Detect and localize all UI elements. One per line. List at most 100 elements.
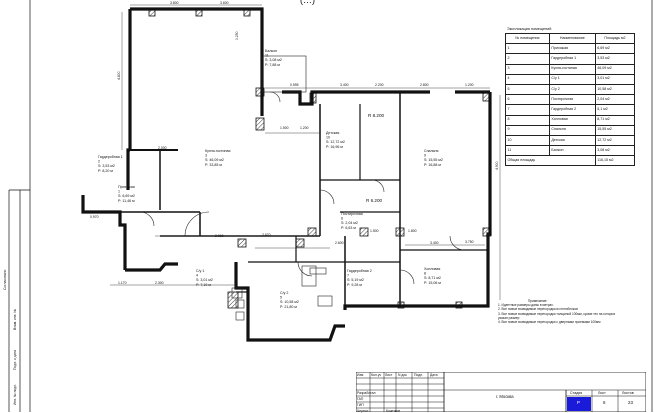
title-block: Изм Кол.уч Лист N док Подп. Дата Разрабо… — [356, 372, 646, 413]
stage-accent-fill — [567, 397, 591, 411]
room-num: 3 — [205, 154, 207, 158]
stamp-city: г. Москва — [496, 394, 514, 399]
svg-text:0.595: 0.595 — [290, 83, 299, 87]
fixtures — [231, 265, 333, 321]
legend-cell-area: 2,04 м2 — [594, 94, 636, 106]
room-name: Гардеробная 1 — [98, 155, 123, 159]
dimension-lines — [110, 4, 501, 300]
room-num: 7 — [347, 274, 349, 278]
stamp-drafter-name: Кочетков — [386, 409, 401, 413]
svg-text:3.800: 3.800 — [170, 1, 179, 5]
legend-header-number: № помещения — [505, 32, 550, 45]
svg-text:2.200: 2.200 — [375, 83, 384, 87]
interior-partitions — [120, 92, 488, 306]
legend-header-area: Площадь м2 — [594, 32, 636, 45]
stamp-row-developer: Разработал — [357, 391, 376, 395]
svg-text:2.800: 2.800 — [420, 83, 429, 87]
svg-text:1.170: 1.170 — [118, 281, 127, 285]
legend-cell-number: 7 — [505, 104, 550, 116]
height-markers: R 8.200 R 6.200 — [366, 113, 385, 203]
legend-cell-number: 4 — [505, 73, 550, 85]
room-name: Постирочная — [341, 212, 363, 216]
balcony-outline — [261, 55, 307, 93]
room-name: Прихожая — [118, 185, 135, 189]
legend-cell-area: 3,08 м2 — [594, 145, 636, 157]
room-perim: P: 16,96 м — [326, 145, 343, 149]
legend-cell-area: 12,72 м2 — [594, 134, 636, 147]
room-name: Детская — [326, 131, 339, 135]
room-label-wardrobe1: Гардеробная 12S: 3,53 м2P: 8,20 м — [98, 155, 123, 173]
room-area: S: 8,71 м2 — [424, 276, 441, 280]
door-swings — [139, 91, 465, 285]
room-label-bath2: С/у 25S: 10,58 м2P: 21,80 м — [280, 291, 299, 309]
room-num: 8 — [424, 272, 426, 276]
stamp-sheet-label: Лист — [598, 391, 606, 395]
room-area: S: 12,72 м2 — [326, 140, 345, 144]
notes-line: 4. Все новые возводимые перегородки с дв… — [498, 320, 601, 325]
svg-text:1.500: 1.500 — [370, 229, 379, 233]
svg-text:R 6.200: R 6.200 — [366, 198, 383, 203]
room-name: С/у 1 — [196, 269, 204, 273]
stamp-col-podp: Подп. — [414, 373, 424, 377]
room-perim: P: 11,46 м — [118, 199, 135, 203]
legend-cell-area: 10,58 м2 — [594, 83, 636, 96]
legend-cell-area: 5,1 м2 — [594, 104, 636, 116]
stamp-sheets-value: 23 — [628, 400, 633, 405]
legend-cell-name: Детская — [548, 134, 596, 147]
room-perim: P: 33,85 м — [205, 163, 222, 167]
legend-cell-area: 6,69 м2 — [594, 43, 636, 55]
title-block-grid — [356, 372, 646, 412]
legend-header-row: № помещения Наименование Площадь м2 — [505, 32, 636, 45]
svg-text:4.800: 4.800 — [117, 71, 121, 80]
legend-cell-name: С/у 1 — [548, 73, 596, 85]
room-perim: P: 6,63 м — [341, 226, 356, 230]
legend-cell-name: Балкон — [548, 145, 596, 157]
svg-text:3.400: 3.400 — [430, 241, 439, 245]
legend-cell-number: 11 — [505, 145, 550, 157]
room-area: S: 46,09 м2 — [205, 158, 224, 162]
left-approval-strip: Согласовано Взам. инв. № Подп. и дата Ин… — [3, 269, 17, 405]
legend-total-label: Общая площадь — [505, 155, 596, 167]
room-area: S: 3,08 м2 — [265, 58, 282, 62]
svg-text:1.800: 1.800 — [408, 229, 417, 233]
legend-cell-area: 46,09 м2 — [594, 63, 636, 75]
room-name: Спальня — [424, 149, 438, 153]
svg-text:1.200: 1.200 — [465, 83, 474, 87]
room-num: 9 — [424, 154, 426, 158]
room-perim: P: 7,88 м — [265, 63, 280, 67]
room-label-bath1: С/у 14S: 3,01 м2P: 7,19 м — [196, 269, 213, 287]
legend-cell-area: 3,01 м2 — [594, 73, 636, 85]
room-num: 10 — [326, 136, 330, 140]
svg-text:R 8.200: R 8.200 — [368, 113, 385, 118]
svg-text:1.500: 1.500 — [280, 126, 289, 130]
svg-text:2.000: 2.000 — [158, 146, 167, 150]
legend-cell-number: 2 — [505, 53, 550, 65]
plan-title-fragment: (…) — [300, 0, 315, 5]
svg-text:3.400: 3.400 — [340, 83, 349, 87]
legend-cell-name: Постирочная — [548, 94, 596, 106]
svg-text:3.750: 3.750 — [465, 240, 474, 244]
stamp-col-izm: Изм — [357, 373, 364, 377]
stamp-row-gip: ГИП — [357, 403, 364, 407]
legend-cell-number: 10 — [505, 134, 550, 147]
room-perim: P: 7,19 м — [196, 283, 211, 287]
legend-cell-name: Кухня-гостиная — [548, 63, 596, 75]
stamp-col-ndoc: N док — [398, 373, 407, 377]
notes-line: 2. Все новые возводимые перегородки из п… — [498, 307, 578, 312]
